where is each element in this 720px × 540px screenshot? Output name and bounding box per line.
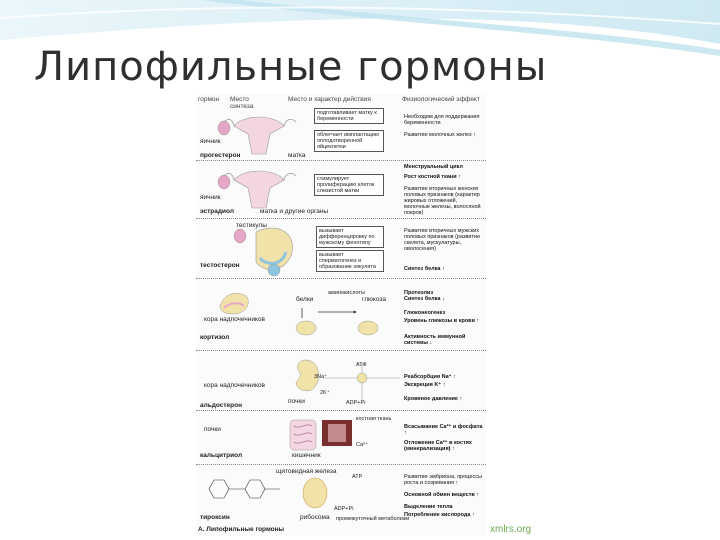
row-target-label: матка [288,152,306,159]
ribosome-illustration [302,477,328,509]
row-hormone-label: тироксин [200,514,230,521]
ion-exchange-illustration [324,364,400,400]
diagram-label: ATP [352,474,363,480]
row-source-label: яичник [200,194,221,201]
effect-text: Потребление кислорода ↑ [404,512,475,518]
row-hormone-label: тестостерон [200,262,240,269]
effect-text: Синтез белка ↓ [404,296,445,302]
effect-text: Развитие вторичных мужских половых призн… [404,228,481,252]
row-target-label: кишечник [292,452,321,459]
row-source-label: щитовидная железа [276,468,337,475]
intestine-illustration [289,419,352,451]
effect-text: Развитие молочных желез ↑ [404,132,476,138]
adrenal-illustration [219,293,249,315]
uterus-illustration [217,170,297,209]
effect-text: Выделение тепла [404,504,453,510]
effect-text: Развитие эмбриона, процессы роста и созр… [404,474,482,486]
effect-text: Рост костной ткани ↑ [404,174,461,180]
watermark: xmlrs.org [490,524,532,535]
hormone-figure: гормон Место синтеза Место и характер де… [196,94,486,536]
action-box: облегчает имплантацию оплодотворенной яй… [314,130,384,152]
ion-label: 2K⁺ [320,390,330,396]
effect-text: Синтез белка ↑ [404,266,445,272]
uterus-illustration [217,116,297,155]
effect-text: Менструальный цикл [404,164,463,170]
kidney-illustration [295,359,319,392]
effect-text: Протеолиз [404,290,434,296]
row-source-label: яичник [200,138,221,145]
thyroxine-structure-illustration [208,479,280,499]
header-wave-band [0,0,720,56]
row-divider [196,278,486,279]
row-source-label: почки [204,426,221,433]
diagram-label: костная ткань [356,416,392,422]
diagram-label: Ca²⁺ [356,442,368,448]
row-divider [196,410,486,411]
diagram-label: глюкоза [362,296,386,303]
effect-text: Реабсорбция Na⁺ ↑ [404,374,456,380]
header-action-place: Место и характер действия [288,96,371,103]
action-box: вызывает сперматогенез и образование эяк… [316,250,384,272]
diagram-label: промежуточный метаболизм [336,516,410,522]
metabolism-illustration [295,308,379,336]
effect-text: Кровяное давление ↑ [404,396,463,402]
effect-text: Всасывание Ca²⁺ и фосфата ↑ [404,424,483,436]
row-hormone-label: прогестерон [200,152,241,159]
row-divider [196,160,486,161]
effect-text: Активность иммунной системы ↓ [404,334,466,346]
effect-text: Развитие вторичных женских половых призн… [404,186,481,216]
row-source-label: кора надпочечников [204,316,265,323]
row-divider [196,218,486,219]
diagram-label: белки [296,296,314,303]
header-synthesis: Место синтеза [230,96,254,110]
row-hormone-label: эстрадиол [200,208,234,215]
row-hormone-label: кортизол [200,334,230,341]
row-divider [196,464,486,465]
row-divider [196,350,486,351]
effect-text: Глюконеогенез [404,310,446,316]
row-hormone-label: кальцитриол [200,452,243,459]
ion-label: АТФ [356,362,367,368]
row-source-label: тестикулы [236,222,267,229]
row-hormone-label: альдостерон [200,402,243,409]
ion-label: ADP+Pi [346,400,366,406]
figure-caption: А. Липофильные гормоны [198,526,285,533]
slide-title: Липофильные гормоны [34,44,548,90]
action-box: стимулирует пролиферацию клеток слизисто… [314,174,384,196]
row-target-label: рибосома [300,514,330,521]
effect-text: Основной обмен веществ ↑ [404,492,480,498]
diagram-label: ADP+Pi [334,506,354,512]
effect-text: Необходим для поддержания беременности [404,114,480,126]
effect-text: Уровень глюкозы в крови ↑ [404,318,480,324]
effect-text: Отложение Ca²⁺ в костях (минерализация) … [404,440,472,452]
effect-text: Экскреция K⁺ ↑ [404,382,446,388]
action-box: подготавливает матку к беременности [314,108,384,124]
row-source-label: кора надпочечников [204,382,265,389]
action-box: вызывает дифференцировку по мужскому фен… [316,226,384,248]
header-effect: Физиологический эффект [402,96,480,103]
header-hormone: гормон [198,96,220,103]
row-target-label: матка и другие органы [260,208,329,215]
ion-label: 3Na⁺ [314,374,327,380]
diagram-label: аминокислоты [328,290,365,296]
row-target-label: почки [288,398,305,405]
male-organ-illustration [233,227,293,277]
